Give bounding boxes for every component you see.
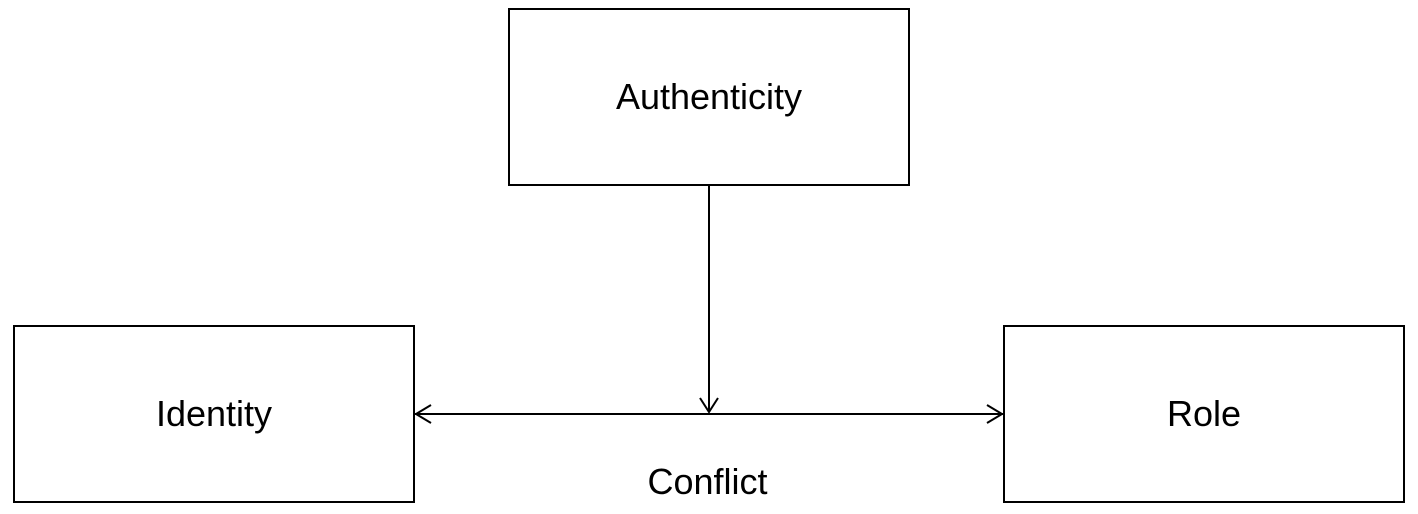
- arrowhead-down: [699, 397, 719, 414]
- arrowhead-left: [414, 404, 432, 424]
- node-identity-label: Identity: [155, 393, 273, 434]
- node-identity: Identity: [13, 325, 415, 503]
- node-role-label: Role: [1166, 393, 1242, 434]
- node-authenticity-label: Authenticity: [615, 76, 803, 117]
- node-role: Role: [1003, 325, 1405, 503]
- node-authenticity: Authenticity: [508, 8, 910, 186]
- edge-label-conflict: Conflict: [647, 461, 768, 502]
- arrowhead-right: [986, 404, 1004, 424]
